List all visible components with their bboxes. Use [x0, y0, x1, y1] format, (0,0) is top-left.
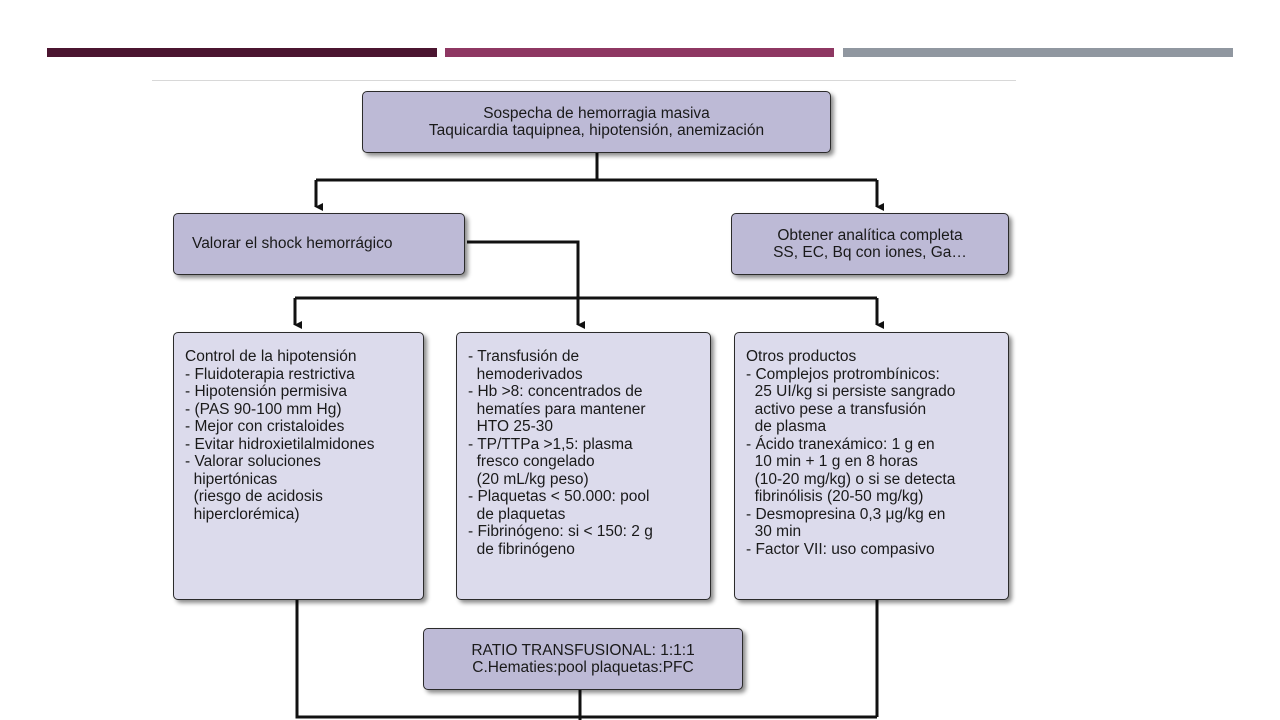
- connector-shock-out: [467, 240, 580, 298]
- accent-bar-grey: [843, 48, 1233, 57]
- transfusion-box: - Transfusión de hemoderivados- Hb >8: c…: [456, 332, 711, 600]
- accent-bar-dark: [47, 48, 437, 57]
- list-item: hemoderivados: [468, 365, 583, 383]
- list-item: activo pese a transfusión: [746, 400, 927, 418]
- shock-assessment-box: Valorar el shock hemorrágico: [173, 213, 465, 275]
- list-item: - TP/TTPa >1,5: plasma: [468, 435, 633, 453]
- lab-analysis-box: Obtener analítica completa SS, EC, Bq co…: [731, 213, 1009, 275]
- lab-analysis-title: Obtener analítica completa: [777, 226, 963, 244]
- list-item: HTO 25-30: [468, 418, 554, 435]
- list-item: - Hipotensión permisiva: [185, 383, 347, 400]
- list-item: 10 min + 1 g en 8 horas: [746, 453, 918, 470]
- other-products-box: Otros productos - Complejos protrombínic…: [734, 332, 1009, 600]
- list-item: - (PAS 90-100 mm Hg): [185, 400, 342, 418]
- ratio-components: C.Hematies:pool plaquetas:PFC: [472, 659, 694, 676]
- connector-left-down: [295, 600, 877, 719]
- list-item: 25 UI/kg si persiste sangrado: [746, 383, 956, 400]
- list-item: 30 min: [746, 523, 802, 540]
- list-item: (10-20 mg/kg) o si se detecta: [746, 470, 956, 488]
- list-item: (20 mL/kg peso): [468, 470, 589, 488]
- list-item: hipertónicas: [185, 470, 278, 488]
- list-item: (riesgo de acidosis: [185, 488, 323, 505]
- list-item: de plasma: [746, 418, 827, 435]
- list-item: - Transfusión de: [468, 348, 580, 365]
- list-item: de plaquetas: [468, 505, 566, 523]
- suspicion-title: Sospecha de hemorragia masiva: [483, 104, 710, 122]
- list-item: fibrinólisis (20-50 mg/kg): [746, 488, 924, 505]
- other-products-title: Otros productos: [746, 348, 857, 365]
- accent-bar-magenta: [445, 48, 834, 57]
- list-item: - Plaquetas < 50.000: pool: [468, 488, 650, 505]
- transfusion-ratio-box: RATIO TRANSFUSIONAL: 1:1:1 C.Hematies:po…: [423, 628, 743, 690]
- list-item: - Factor VII: uso compasivo: [746, 540, 935, 558]
- ratio-title: RATIO TRANSFUSIONAL: 1:1:1: [471, 641, 695, 659]
- shock-assessment-label: Valorar el shock hemorrágico: [192, 235, 393, 253]
- other-products-list: - Complejos protrombínicos: 25 UI/kg si …: [746, 366, 998, 559]
- list-item: - Desmopresina 0,3 μg/kg en: [746, 505, 946, 523]
- list-item: hematíes para mantener: [468, 400, 646, 418]
- list-item: - Evitar hidroxietilalmidones: [185, 435, 375, 453]
- hypotension-list: - Fluidoterapia restrictiva- Hipotensión…: [185, 366, 413, 524]
- hypotension-box: Control de la hipotensión - Fluidoterapi…: [173, 332, 424, 600]
- list-item: - Valorar soluciones: [185, 453, 321, 470]
- suspicion-symptoms: Taquicardia taquipnea, hipotensión, anem…: [428, 122, 765, 139]
- list-item: - Mejor con cristaloides: [185, 418, 345, 435]
- suspicion-box: Sospecha de hemorragia masiva Taquicardi…: [362, 91, 831, 153]
- list-item: de fibrinógeno: [468, 540, 575, 558]
- list-item: fresco congelado: [468, 453, 595, 470]
- list-item: - Hb >8: concentrados de: [468, 383, 643, 400]
- transfusion-list: - Transfusión de hemoderivados- Hb >8: c…: [468, 348, 700, 558]
- hypotension-title: Control de la hipotensión: [185, 348, 357, 365]
- lab-analysis-detail: SS, EC, Bq con iones, Ga…: [773, 244, 967, 261]
- list-item: - Fluidoterapia restrictiva: [185, 365, 355, 383]
- list-item: - Ácido tranexámico: 1 g en: [746, 435, 935, 453]
- list-item: hiperclorémica): [185, 505, 300, 523]
- list-item: - Complejos protrombínicos:: [746, 365, 940, 383]
- divider-line: [152, 80, 1016, 81]
- list-item: - Fibrinógeno: si < 150: 2 g: [468, 523, 653, 540]
